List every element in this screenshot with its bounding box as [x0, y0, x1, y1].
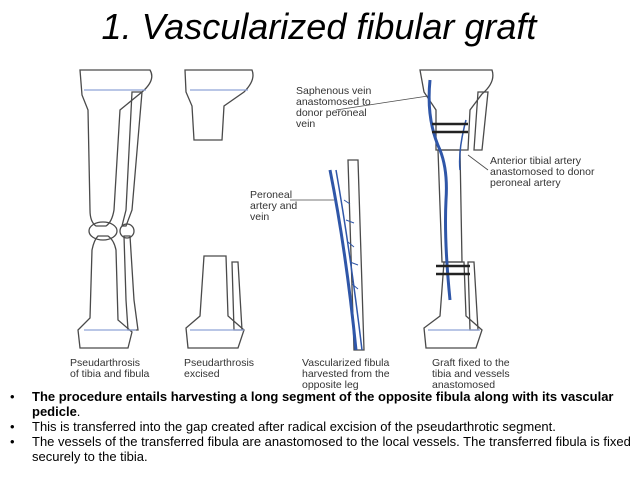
bullet-item: • The procedure entails harvesting a lon… [6, 389, 634, 419]
bullet-marker: • [10, 434, 15, 449]
bullet-list: • The procedure entails harvesting a lon… [6, 389, 634, 464]
bullet-text-1: The procedure entails harvesting a long … [32, 389, 614, 419]
bullet-item: • The vessels of the transferred fibula … [6, 434, 634, 464]
caption-3-line-3: opposite leg [302, 379, 359, 390]
panel-4-vessel [427, 79, 452, 301]
bullet-text-2: This is transferred into the gap created… [32, 419, 556, 434]
label-peroneal-1: Peroneal [250, 189, 292, 201]
panel-1-pseudarthrosis-site [88, 221, 118, 241]
panel-1-tibia-lower [77, 235, 133, 349]
panel-1-fibula-upper [121, 91, 143, 227]
caption-4-line-2: tibia and vessels [432, 368, 510, 380]
panel-2-excised-bones [184, 69, 254, 349]
surgical-diagram: Saphenous vein anastomosed to donor pero… [70, 69, 595, 390]
label-peroneal-3: vein [250, 211, 269, 223]
panel-4-tibia-lower [423, 261, 483, 349]
bullet-item: • This is transferred into the gap creat… [6, 419, 634, 434]
panel-2-tibia-upper [184, 69, 254, 141]
label-anterior-1: Anterior tibial artery [490, 155, 582, 167]
caption-2-line-2: excised [184, 368, 220, 380]
label-saphenous-1: Saphenous vein [296, 85, 371, 97]
panel-3-harvested-fibula [328, 159, 365, 351]
caption-3-line-1: Vascularized fibula [302, 357, 390, 369]
slide-title: 1. Vascularized fibular graft [101, 6, 537, 47]
panel-3-fibula-shaft [347, 159, 365, 351]
label-anterior-2: anastomosed to donor [490, 166, 595, 178]
caption-2-line-1: Pseudarthrosis [184, 357, 254, 369]
label-saphenous-4: vein [296, 118, 315, 130]
panel-4-graft [437, 149, 463, 263]
caption-4-line-3: anastomosed [432, 379, 495, 390]
caption-3-line-2: harvested from the [302, 368, 390, 380]
bullet-text-3: The vessels of the transferred fibula ar… [32, 434, 631, 464]
bullet-marker: • [10, 389, 15, 404]
label-peroneal-2: artery and [250, 200, 297, 212]
caption-4-line-1: Graft fixed to the [432, 357, 510, 369]
panel-1-leg-bones [77, 69, 153, 349]
panel-4-graft-fixed [419, 69, 494, 349]
caption-1-line-2: of tibia and fibula [70, 368, 150, 380]
label-saphenous-2: anastomosed to [296, 96, 371, 108]
bullet-marker: • [10, 419, 15, 434]
panel-1-fibula-lower [123, 235, 139, 331]
label-anterior-3: peroneal artery [490, 177, 561, 189]
caption-1-line-1: Pseudarthrosis [70, 357, 140, 369]
label-saphenous-3: donor peroneal [296, 107, 367, 119]
panel-2-tibia-lower [185, 255, 245, 349]
panel-1-tibia-upper [79, 69, 153, 227]
panel-2-fibula-lower [231, 261, 243, 331]
bullet-suffix-1: . [76, 404, 81, 419]
panel-3-peroneal-vessel [328, 169, 358, 351]
